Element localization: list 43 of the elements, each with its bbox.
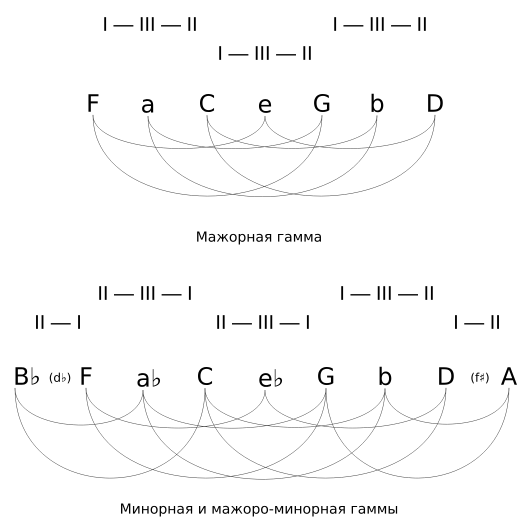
arc [148, 115, 378, 197]
arc [14, 388, 206, 478]
arc [86, 388, 326, 478]
note-letter: B♭ [16, 367, 39, 385]
note-letter: e [258, 99, 272, 113]
arc [204, 388, 386, 428]
alternative-note: (d♭) [50, 372, 70, 384]
alternative-note: (f♯) [471, 372, 489, 384]
degree-sequence: II — III — I [217, 315, 309, 329]
note-letter: C [200, 94, 214, 112]
arc [206, 115, 378, 149]
caption: Минорная и мажоро-минорная гаммы [121, 503, 398, 517]
note-letter: F [88, 94, 98, 112]
note-letter: b [380, 366, 392, 386]
note-letter: e♭ [259, 369, 282, 387]
arc [142, 388, 386, 480]
note-letter: a [142, 99, 154, 113]
degree-sequence: I — III — II [341, 286, 433, 300]
arc [92, 114, 322, 196]
degree-sequence: II — III — I [99, 286, 191, 300]
note-letter: D [428, 94, 443, 112]
arc [206, 114, 436, 196]
arc [326, 388, 510, 478]
arc [384, 388, 510, 424]
arc [204, 388, 446, 478]
note-letter: a♭ [137, 369, 160, 387]
note-letter: G [314, 94, 330, 112]
note-letter: D [439, 367, 454, 385]
arc [264, 114, 436, 149]
note-letter: F [81, 367, 92, 385]
note-letter: A [501, 367, 517, 385]
caption: Мажорная гамма [197, 231, 321, 245]
arc [148, 115, 322, 149]
degree-sequence: I — III — II [104, 17, 196, 31]
degree-sequence: II — I [36, 315, 80, 329]
degree-sequence: I — III — II [219, 46, 311, 60]
degree-sequence: I — II [455, 315, 499, 329]
arc [264, 388, 446, 428]
arc [92, 114, 266, 149]
note-letter: b [372, 94, 384, 112]
note-letter: C [198, 366, 212, 386]
degree-sequence: I — III — II [334, 17, 426, 31]
note-letter: G [318, 366, 334, 386]
